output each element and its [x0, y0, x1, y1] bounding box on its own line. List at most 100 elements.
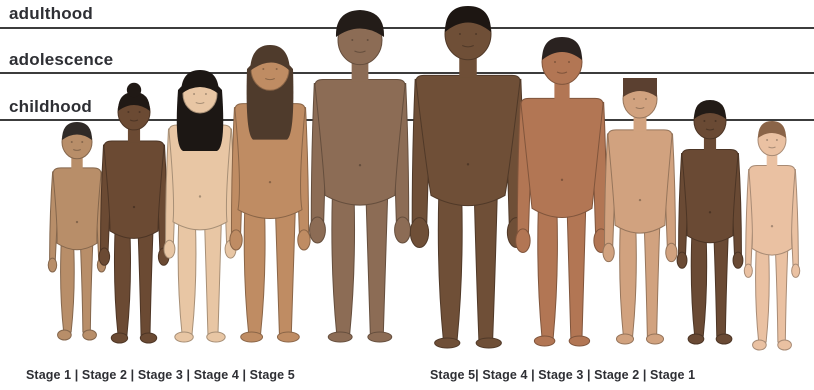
- figure-navel: [561, 179, 563, 181]
- figure-hand: [298, 230, 310, 250]
- figure-eye: [633, 98, 635, 100]
- figure-foot: [58, 330, 72, 340]
- figure-eye: [81, 141, 83, 143]
- figure-eye: [715, 120, 717, 122]
- figure-leg: [567, 208, 586, 338]
- figure-eye: [776, 139, 778, 141]
- figure-leg: [80, 243, 92, 332]
- figure-navel: [709, 211, 711, 213]
- figure-hand: [677, 252, 687, 268]
- figure-leg: [691, 236, 706, 336]
- figure-stage-4-right: [516, 37, 609, 346]
- figure-leg: [332, 195, 355, 334]
- figure-leg: [644, 225, 660, 336]
- figure-hand: [410, 218, 428, 248]
- figure-eye: [568, 61, 570, 63]
- figure-torso: [315, 80, 405, 206]
- figure-hand: [230, 230, 242, 250]
- figure-foot: [778, 340, 792, 350]
- stage-caption-right: Stage 5| Stage 4 | Stage 3 | Stage 2 | S…: [430, 368, 695, 382]
- figure-foot: [534, 336, 554, 346]
- figure-navel: [639, 199, 641, 201]
- figure-hand: [744, 264, 752, 277]
- figure-hand: [733, 252, 743, 268]
- figure-foot: [368, 332, 392, 342]
- figure-eye: [459, 33, 461, 35]
- figure-leg: [178, 222, 196, 334]
- figure-stage-2-left: [99, 83, 169, 343]
- figure-stage-3-left: [164, 70, 236, 342]
- figure-hand: [164, 240, 175, 258]
- figure-foot: [646, 334, 663, 344]
- figure-hand: [99, 248, 110, 265]
- figure-leg: [775, 248, 787, 342]
- figure-navel: [199, 195, 201, 197]
- figure-hair-bun: [127, 83, 141, 97]
- figure-eye: [262, 68, 264, 70]
- figure-foot: [83, 330, 97, 340]
- figure-torso: [416, 75, 520, 205]
- figure-torso: [682, 149, 738, 242]
- figure-eye: [276, 68, 278, 70]
- figure-eye: [645, 98, 647, 100]
- figure-leg: [275, 210, 295, 334]
- figure-navel: [133, 206, 135, 208]
- figure-stage-3-right: [603, 78, 677, 344]
- figure-foot: [241, 332, 263, 342]
- figure-stage-5-right: [410, 6, 525, 348]
- figure-foot: [688, 334, 704, 344]
- figure-hand: [603, 243, 614, 261]
- figure-foot: [140, 333, 156, 343]
- figure-eye: [351, 39, 353, 41]
- figure-torso: [608, 130, 672, 233]
- figure-leg: [474, 195, 497, 340]
- figure-eye: [127, 111, 129, 113]
- stage-caption-left: Stage 1 | Stage 2 | Stage 3 | Stage 4 | …: [26, 368, 295, 382]
- figure-leg: [714, 236, 728, 336]
- figure-eye: [703, 120, 705, 122]
- figure-eye: [367, 39, 369, 41]
- figure-eye: [205, 93, 207, 95]
- figure-foot: [716, 334, 732, 344]
- figure-leg: [61, 243, 75, 332]
- figure-leg: [205, 222, 222, 334]
- figure-torso: [104, 141, 164, 238]
- figure-eye: [766, 139, 768, 141]
- figure-foot: [476, 338, 501, 348]
- figure-stage-1-right: [744, 121, 799, 350]
- figure-torso: [53, 168, 101, 250]
- figure-stage-4-left: [230, 45, 310, 342]
- figure-foot: [616, 334, 633, 344]
- figure-navel: [359, 164, 361, 166]
- figure-leg: [114, 231, 130, 335]
- figure-eye: [71, 141, 73, 143]
- figure-eye: [193, 93, 195, 95]
- figure-foot: [111, 333, 127, 343]
- figure-leg: [756, 248, 770, 342]
- figure-hand: [792, 264, 800, 277]
- figure-navel: [771, 225, 773, 227]
- figure-stage-5-left: [310, 10, 411, 342]
- figure-leg: [438, 195, 462, 340]
- figure-hand: [310, 217, 326, 243]
- figure-eye: [139, 111, 141, 113]
- figure-eye: [475, 33, 477, 35]
- figure-leg: [366, 195, 388, 334]
- figure-navel: [76, 221, 78, 223]
- figure-leg: [138, 231, 153, 335]
- figure-foot: [277, 332, 299, 342]
- figure-foot: [207, 332, 225, 342]
- figure-foot: [753, 340, 767, 350]
- figure-foot: [328, 332, 352, 342]
- figure-navel: [269, 181, 271, 183]
- figure-hand: [48, 258, 56, 272]
- figure-hand: [516, 229, 530, 253]
- figures-illustration: [0, 0, 814, 360]
- figure-hand: [395, 217, 411, 243]
- figure-foot: [435, 338, 460, 348]
- figure-stage-2-right: [677, 100, 743, 344]
- figure-foot: [569, 336, 589, 346]
- figure-eye: [554, 61, 556, 63]
- figure-torso: [521, 98, 603, 217]
- figure-leg: [244, 210, 265, 334]
